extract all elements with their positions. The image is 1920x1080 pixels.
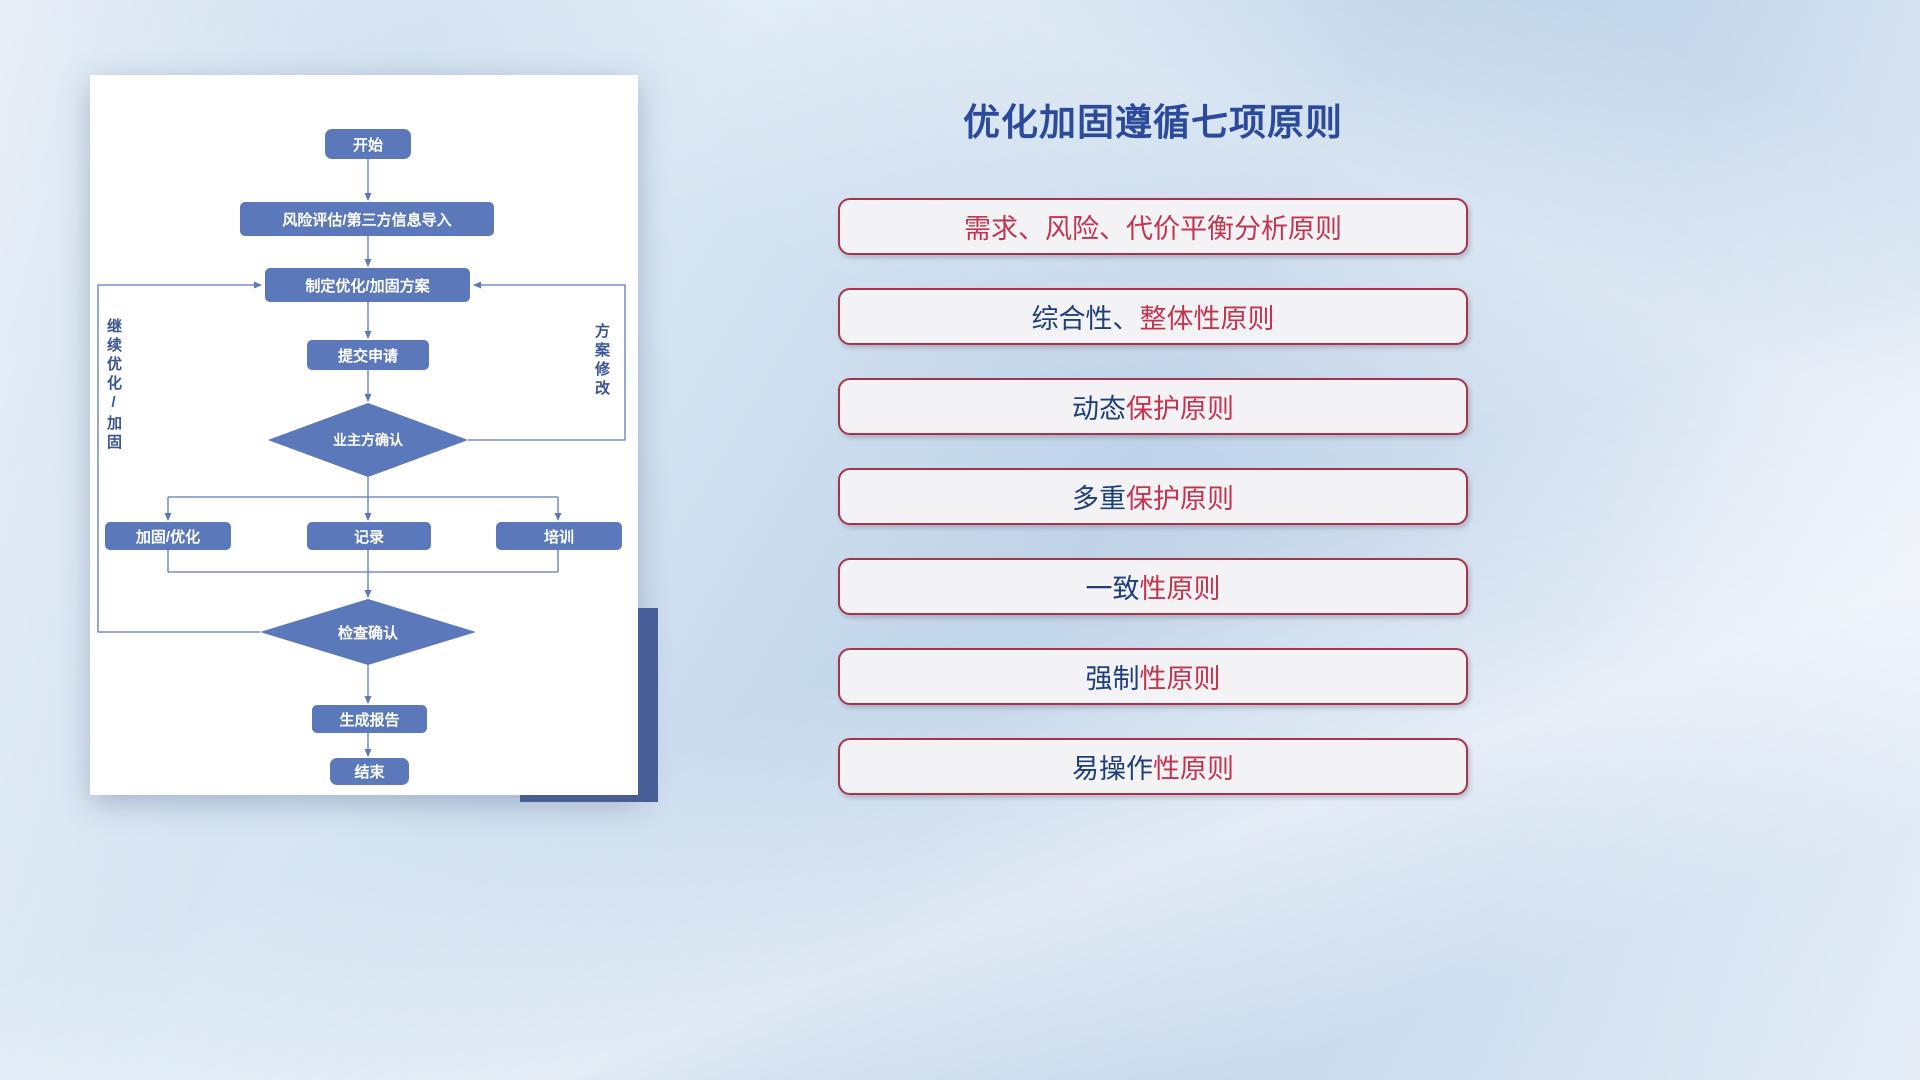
flow-node-submit: 提交申请 <box>307 340 429 370</box>
principle-2-red-text: 整体性原则 <box>1139 304 1275 334</box>
flow-node-risk-label: 风险评估/第三方信息导入 <box>282 211 452 229</box>
principle-2-blue-text: 综合性、 <box>1031 304 1140 334</box>
principle-box-3: 动态保护原则 <box>838 378 1468 435</box>
flow-node-submit-label: 提交申请 <box>337 347 398 365</box>
principle-3-red-text: 保护原则 <box>1126 394 1234 424</box>
flow-node-owner-confirm-label: 业主方确认 <box>333 432 403 448</box>
flow-node-training: 培训 <box>496 522 622 550</box>
flow-node-plan-label: 制定优化/加固方案 <box>305 277 430 295</box>
flow-node-record: 记录 <box>307 522 431 550</box>
edge-label-continue: 继续优化/加固 <box>105 318 122 453</box>
principle-4-red-text: 保护原则 <box>1126 484 1234 514</box>
edge-label-revise: 方案修改 <box>593 323 610 399</box>
principle-box-7: 易操作性原则 <box>838 738 1468 795</box>
principle-3-blue-text: 动态 <box>1072 394 1126 424</box>
principle-6-blue-text: 强制 <box>1085 664 1140 694</box>
principle-1-red-text: 需求、风险、代价平衡分析原则 <box>964 214 1342 244</box>
principle-box-5: 一致性原则 <box>838 558 1468 615</box>
flow-node-risk: 风险评估/第三方信息导入 <box>240 202 494 236</box>
principle-6-red-text: 性原则 <box>1139 664 1221 694</box>
flow-node-training-label: 培训 <box>543 528 574 546</box>
flow-node-report: 生成报告 <box>312 705 427 733</box>
flow-node-end: 结束 <box>330 758 409 785</box>
flow-node-start: 开始 <box>325 129 411 159</box>
flow-node-harden: 加固/优化 <box>105 522 231 550</box>
principle-5-blue-text: 一致 <box>1085 574 1140 604</box>
principle-list: 需求、风险、代价平衡分析原则 综合性、整体性原则 动态保护原则 多重保护原则 一… <box>838 198 1468 795</box>
principle-7-red-text: 性原则 <box>1153 754 1234 784</box>
principle-box-6: 强制性原则 <box>838 648 1468 705</box>
flow-node-check-confirm-label: 检查确认 <box>337 624 398 642</box>
principle-5-red-text: 性原则 <box>1139 574 1221 604</box>
page-title: 优化加固遵循七项原则 <box>963 102 1343 143</box>
flow-connectors <box>97 159 626 757</box>
principle-box-1: 需求、风险、代价平衡分析原则 <box>838 198 1468 255</box>
principle-box-2: 综合性、整体性原则 <box>838 288 1468 345</box>
flowchart-card: 开始 风险评估/第三方信息导入 制定优化/加固方案 提交申请 业主方确认 加固/… <box>90 75 638 795</box>
principle-4-blue-text: 多重 <box>1072 484 1126 514</box>
flow-node-record-label: 记录 <box>353 528 384 546</box>
flow-node-end-label: 结束 <box>354 764 385 781</box>
flow-node-harden-label: 加固/优化 <box>135 528 201 546</box>
flow-node-report-label: 生成报告 <box>339 711 400 729</box>
principle-box-4: 多重保护原则 <box>838 468 1468 525</box>
principle-7-blue-text: 易操作 <box>1072 754 1153 784</box>
flow-node-start-label: 开始 <box>352 136 383 154</box>
flow-node-plan: 制定优化/加固方案 <box>265 268 470 302</box>
